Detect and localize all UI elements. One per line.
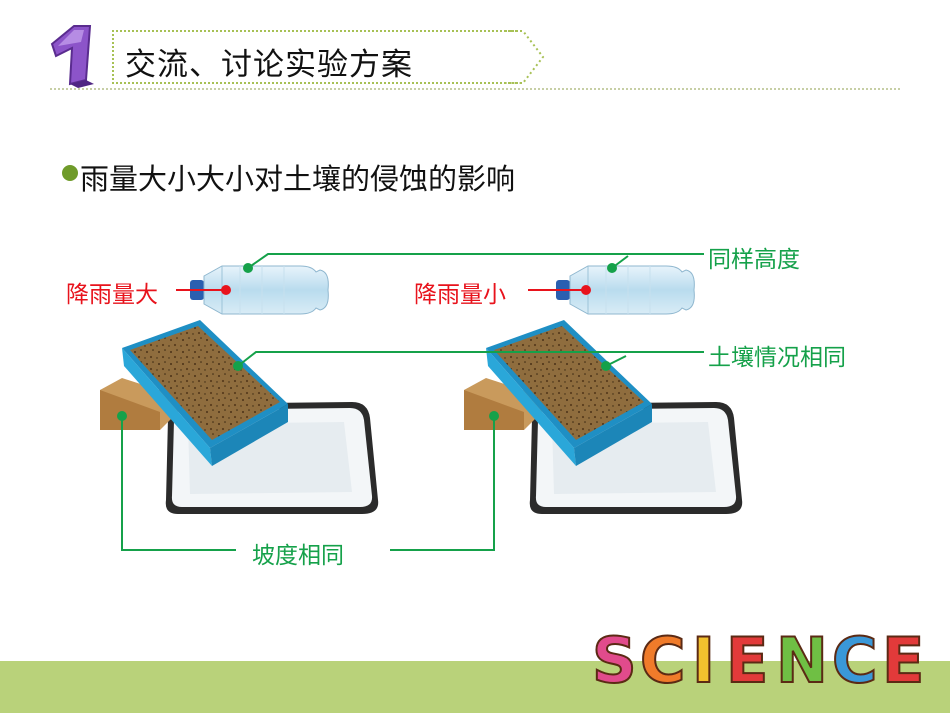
header-divider [50,88,900,90]
label-heavy-rain: 降雨量大 [66,282,158,308]
label-light-rain: 降雨量小 [414,282,506,308]
svg-text:I: I [692,624,715,696]
title-frame-arrow [505,30,545,84]
left-soil-box [122,320,288,466]
red-leader-right [528,285,591,295]
red-leader-left [176,285,231,295]
svg-text:E: E [726,624,768,696]
svg-text:S: S [592,624,637,696]
right-wood-block [464,378,554,430]
science-logo-icon: S C I E N C E [591,623,925,696]
number-one-badge-icon [50,25,94,88]
left-setup [100,265,379,514]
label-same-slope: 坡度相同 [252,543,344,569]
svg-text:E: E [882,624,924,696]
svg-text:C: C [640,624,686,696]
page-title: 交流、讨论实验方案 [125,47,413,83]
bullet-text: 雨量大小大小对土壤的侵蚀的影响 [80,162,516,196]
bullet-icon [62,165,78,181]
label-same-soil: 土壤情况相同 [708,345,846,371]
svg-text:N: N [776,624,828,696]
svg-text:C: C [832,624,878,696]
green-leader-slope [121,416,495,551]
label-same-height: 同样高度 [708,247,800,273]
footer-bar [0,661,950,713]
green-leader-soil [237,351,704,367]
title-frame [112,30,522,84]
